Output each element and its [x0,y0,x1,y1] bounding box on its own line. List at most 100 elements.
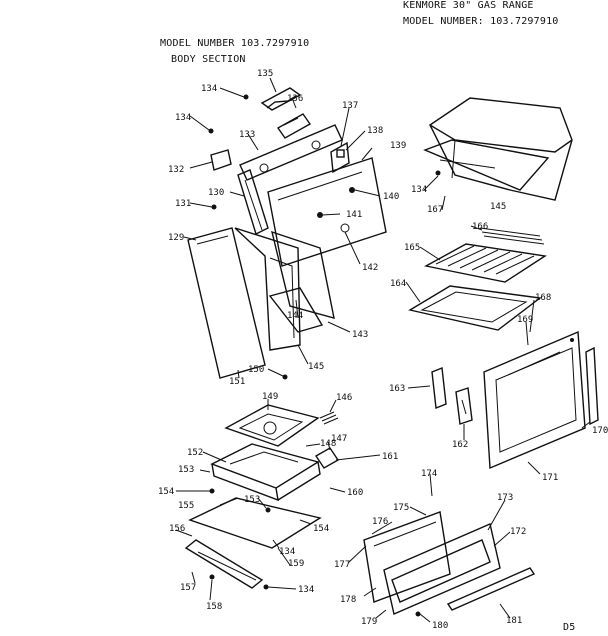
part-163-hinge [431,367,447,409]
callout-175: 175 [393,503,409,513]
screw-134-b [208,128,214,134]
part-130-side-panel [237,169,269,235]
screw-154 [209,488,215,494]
part-139-back-panel [267,157,387,267]
callout-132: 132 [168,165,184,175]
part-149-burner-grate [224,404,320,447]
callout-168: 168 [535,293,551,303]
model-number-left: MODEL NUMBER 103.7297910 [160,38,310,49]
callout-161: 161 [382,452,398,462]
callout-139: 139 [390,141,406,151]
callout-138: 138 [367,126,383,136]
callout-142: 142 [362,263,378,273]
part-151-side-panel [187,227,266,379]
part-145-top-cover [423,97,573,201]
callout-136: 136 [287,94,303,104]
callout-145: 145 [308,362,324,372]
callout-144: 144 [287,311,303,321]
callout-134: 134 [279,547,295,557]
model-number-right: MODEL NUMBER: 103.7297910 [403,16,559,27]
callout-174: 174 [421,469,437,479]
part-162-hinge [455,387,473,425]
callout-151: 151 [229,377,245,387]
callout-154: 154 [313,524,329,534]
part-180-screw [415,611,421,617]
part-166-rack [479,227,545,245]
part-159-bottom-plate [188,497,322,549]
callout-160: 160 [347,488,363,498]
page-code: D5 [563,622,576,633]
part-136-bracket [276,113,312,139]
callout-162: 162 [452,440,468,450]
callout-134: 134 [298,585,314,595]
callout-179: 179 [361,617,377,627]
part-176-drawer-panel [363,511,451,603]
callout-176: 176 [372,517,388,527]
callout-135: 135 [257,69,273,79]
callout-133: 133 [239,130,255,140]
callout-140: 140 [383,192,399,202]
callout-148: 148 [320,439,336,449]
screw-153 [265,507,271,513]
callout-143: 143 [352,330,368,340]
callout-157: 157 [180,583,196,593]
part-157-rail [184,539,264,589]
part-147-valve [315,447,339,469]
callout-145: 145 [490,202,506,212]
callout-170: 170 [592,426,608,436]
callout-153: 153 [244,495,260,505]
screw-134-c [263,584,269,590]
callout-134: 134 [201,84,217,94]
screw-134-a [243,94,249,100]
callout-172: 172 [510,527,526,537]
callout-154: 154 [158,487,174,497]
section-title: BODY SECTION [171,54,246,65]
part-143-side [271,230,335,319]
part-146-spring [319,411,339,425]
part-144-inner-frame [234,227,324,351]
part-152-burner-box [210,443,321,502]
part-173-drawer-front [383,523,501,615]
callout-137: 137 [342,101,358,111]
callout-153: 153 [178,465,194,475]
callout-159: 159 [288,559,304,569]
callout-166: 166 [472,222,488,232]
range-title: KENMORE 30" GAS RANGE [403,0,534,11]
callout-130: 130 [208,188,224,198]
part-168-oven-door [483,330,586,470]
callout-177: 177 [334,560,350,570]
callout-181: 181 [506,616,522,626]
callout-131: 131 [175,199,191,209]
callout-180: 180 [432,621,448,631]
callout-150: 150 [248,365,264,375]
callout-134: 134 [411,185,427,195]
callout-labels: 135 134 136 134 133 137 138 139 132 140 … [158,69,608,631]
screw-158 [209,574,215,580]
callout-163: 163 [389,384,405,394]
part-165-oven-rack [423,243,547,283]
screw-150 [282,374,288,380]
part-137-bracket [330,141,350,174]
callout-146: 146 [336,393,352,403]
callout-173: 173 [497,493,513,503]
callout-165: 165 [404,243,420,253]
part-133-rear-panel [239,124,343,181]
callout-141: 141 [346,210,362,220]
leader-lines [175,77,591,623]
callout-167: 167 [427,205,443,215]
callout-158: 158 [206,602,222,612]
part-181-drawer-strip [446,567,536,611]
callout-129: 129 [168,233,184,243]
callout-152: 152 [187,448,203,458]
callout-134: 134 [175,113,191,123]
callout-149: 149 [262,392,278,402]
callout-171: 171 [542,473,558,483]
callout-147: 147 [331,434,347,444]
callout-156: 156 [169,524,185,534]
callout-155: 155 [178,501,194,511]
callout-178: 178 [340,595,356,605]
part-132-block [210,149,232,171]
part-170-strip [585,346,599,426]
